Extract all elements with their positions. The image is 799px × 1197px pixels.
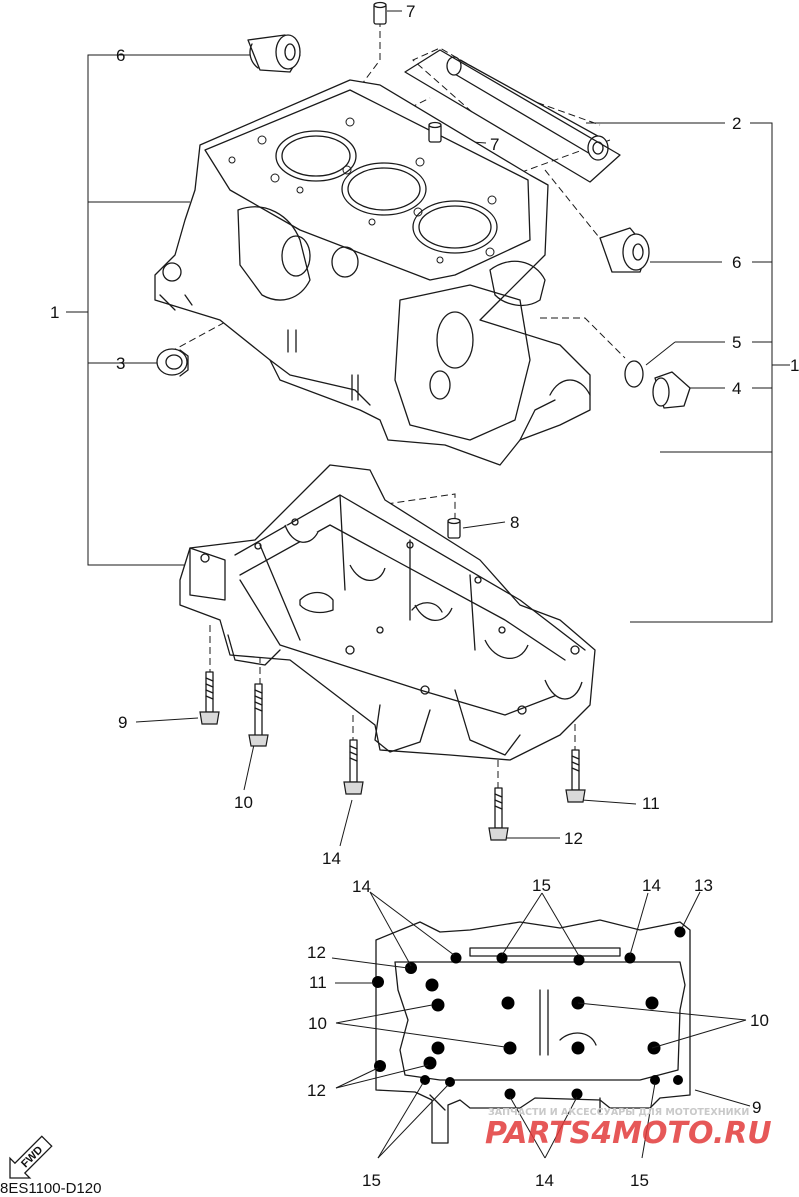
callout-6-right: 6 bbox=[732, 253, 741, 272]
upper-crankcase bbox=[154, 79, 591, 466]
lower-crankcase bbox=[179, 464, 596, 761]
callout-9: 9 bbox=[118, 713, 127, 732]
dowel-pin-lower bbox=[447, 517, 461, 539]
callout-11: 11 bbox=[642, 794, 660, 813]
callout-7-top: 7 bbox=[406, 2, 415, 21]
callout-1-left: 1 bbox=[50, 303, 59, 322]
inset-callout-10-left: 10 bbox=[308, 1014, 327, 1033]
callout-6-top: 6 bbox=[116, 46, 125, 65]
callout-4: 4 bbox=[732, 379, 741, 398]
bolt-14 bbox=[343, 739, 364, 795]
cylinder-bore-1 bbox=[275, 130, 357, 182]
inset-callout-14-bottom: 14 bbox=[535, 1171, 554, 1190]
callout-10: 10 bbox=[234, 793, 253, 812]
inset-bolt-dots bbox=[372, 926, 686, 1100]
callout-8: 8 bbox=[510, 513, 519, 532]
bolt-12 bbox=[488, 787, 509, 841]
callout-3: 3 bbox=[116, 354, 125, 373]
inset-callout-15-top: 15 bbox=[532, 876, 551, 895]
inset-callout-14-left: 14 bbox=[352, 877, 371, 896]
cylinder-bore-2 bbox=[341, 162, 427, 216]
callout-5: 5 bbox=[732, 333, 741, 352]
mount-bushing-right bbox=[599, 227, 650, 273]
mount-bushing-top bbox=[247, 34, 301, 73]
watermark-brand: PARTS4MOTO.RU bbox=[485, 1116, 772, 1151]
bolt-9 bbox=[199, 671, 220, 725]
callout-2: 2 bbox=[732, 114, 741, 133]
plug-right bbox=[652, 371, 691, 409]
bolt-pattern-inset: 14 15 14 13 12 11 10 10 12 9 15 14 15 bbox=[307, 876, 769, 1190]
main-callouts: 6 7 7 2 6 1 1 5 4 3 8 9 10 14 11 12 bbox=[50, 2, 799, 868]
inset-callout-9: 9 bbox=[752, 1098, 761, 1117]
inset-leader-lines bbox=[331, 891, 751, 1159]
inset-callout-12-top: 12 bbox=[307, 943, 326, 962]
diagram-code: 8ES1100-D120 bbox=[0, 1180, 101, 1197]
callout-1-right: 1 bbox=[790, 356, 799, 375]
collar-shaft bbox=[404, 49, 621, 183]
dowel-pin-mid bbox=[428, 121, 442, 143]
cylinder-bore-3 bbox=[412, 200, 498, 254]
inset-callout-15-br: 15 bbox=[630, 1171, 649, 1190]
bolt-10 bbox=[248, 683, 269, 747]
callout-7-mid: 7 bbox=[490, 135, 499, 154]
inset-callout-14-right: 14 bbox=[642, 876, 661, 895]
callout-12: 12 bbox=[564, 829, 583, 848]
bolt-11 bbox=[565, 749, 586, 803]
inset-callout-10-right: 10 bbox=[750, 1011, 769, 1030]
inset-callout-13: 13 bbox=[694, 876, 713, 895]
callout-14: 14 bbox=[322, 849, 341, 868]
watermark: ЗАПЧАСТИ И АКСЕССУАРЫ ДЛЯ МОТОТЕХНИКИ PA… bbox=[485, 1107, 772, 1151]
o-ring bbox=[624, 360, 644, 388]
inset-callout-12-bottom: 12 bbox=[307, 1081, 326, 1100]
dowel-pin-top bbox=[373, 1, 387, 25]
plug bbox=[156, 348, 189, 377]
inset-callout-15-bl: 15 bbox=[362, 1171, 381, 1190]
inset-callout-11: 11 bbox=[309, 973, 327, 992]
watermark-tagline: ЗАПЧАСТИ И АКСЕССУАРЫ ДЛЯ МОТОТЕХНИКИ bbox=[488, 1107, 749, 1118]
